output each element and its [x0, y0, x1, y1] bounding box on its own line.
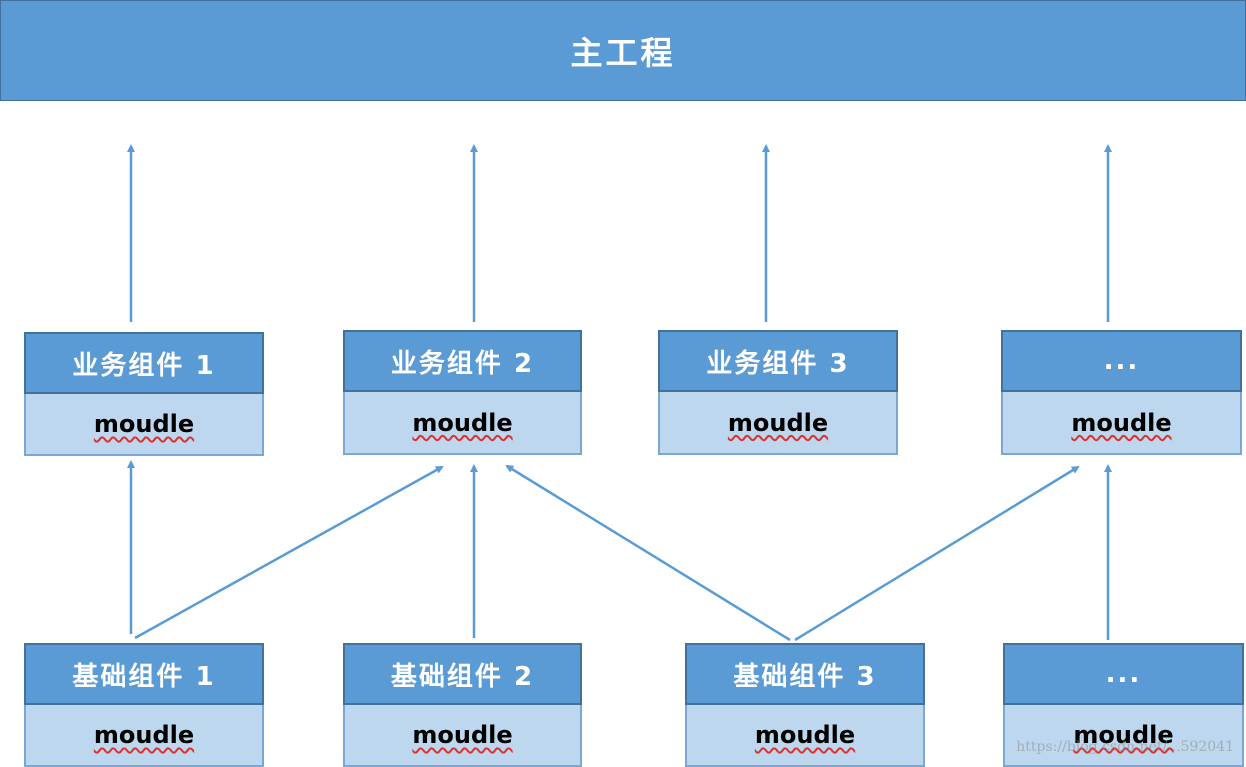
business-component-1-module: moudle: [24, 394, 264, 456]
base-component-more: ... moudle: [1003, 643, 1244, 767]
watermark: https://blog.csdn.net/...592041: [1016, 739, 1234, 755]
business-component-more-module: moudle: [1001, 392, 1242, 455]
base-component-more-title: ...: [1003, 643, 1244, 705]
business-component-3-title: 业务组件 3: [658, 330, 898, 392]
business-component-1: 业务组件 1 moudle: [24, 332, 264, 456]
base-component-2: 基础组件 2 moudle: [343, 643, 582, 767]
arrow-base-3-to-business-more: [794, 465, 1080, 642]
business-component-3-module: moudle: [658, 392, 898, 455]
base-component-3-module: moudle: [685, 705, 925, 767]
business-component-1-title: 业务组件 1: [24, 332, 264, 394]
base-component-1-module: moudle: [24, 705, 264, 767]
base-component-2-title: 基础组件 2: [343, 643, 582, 705]
business-component-more: ... moudle: [1001, 330, 1242, 455]
arrow-base-3-to-business-2: [505, 464, 791, 642]
business-component-2: 业务组件 2 moudle: [343, 330, 582, 455]
main-project-title: 主工程: [570, 33, 676, 72]
main-project-bar: 主工程: [0, 0, 1246, 101]
business-component-2-module: moudle: [343, 392, 582, 455]
business-component-more-title: ...: [1001, 330, 1242, 392]
base-component-2-module: moudle: [343, 705, 582, 767]
arrow-base-1-to-business-2: [134, 465, 444, 640]
business-component-2-title: 业务组件 2: [343, 330, 582, 392]
base-component-3-title: 基础组件 3: [685, 643, 925, 705]
base-component-more-module: moudle: [1003, 705, 1244, 767]
base-component-3: 基础组件 3 moudle: [685, 643, 925, 767]
base-component-1: 基础组件 1 moudle: [24, 643, 264, 767]
base-component-1-title: 基础组件 1: [24, 643, 264, 705]
business-component-3: 业务组件 3 moudle: [658, 330, 898, 455]
